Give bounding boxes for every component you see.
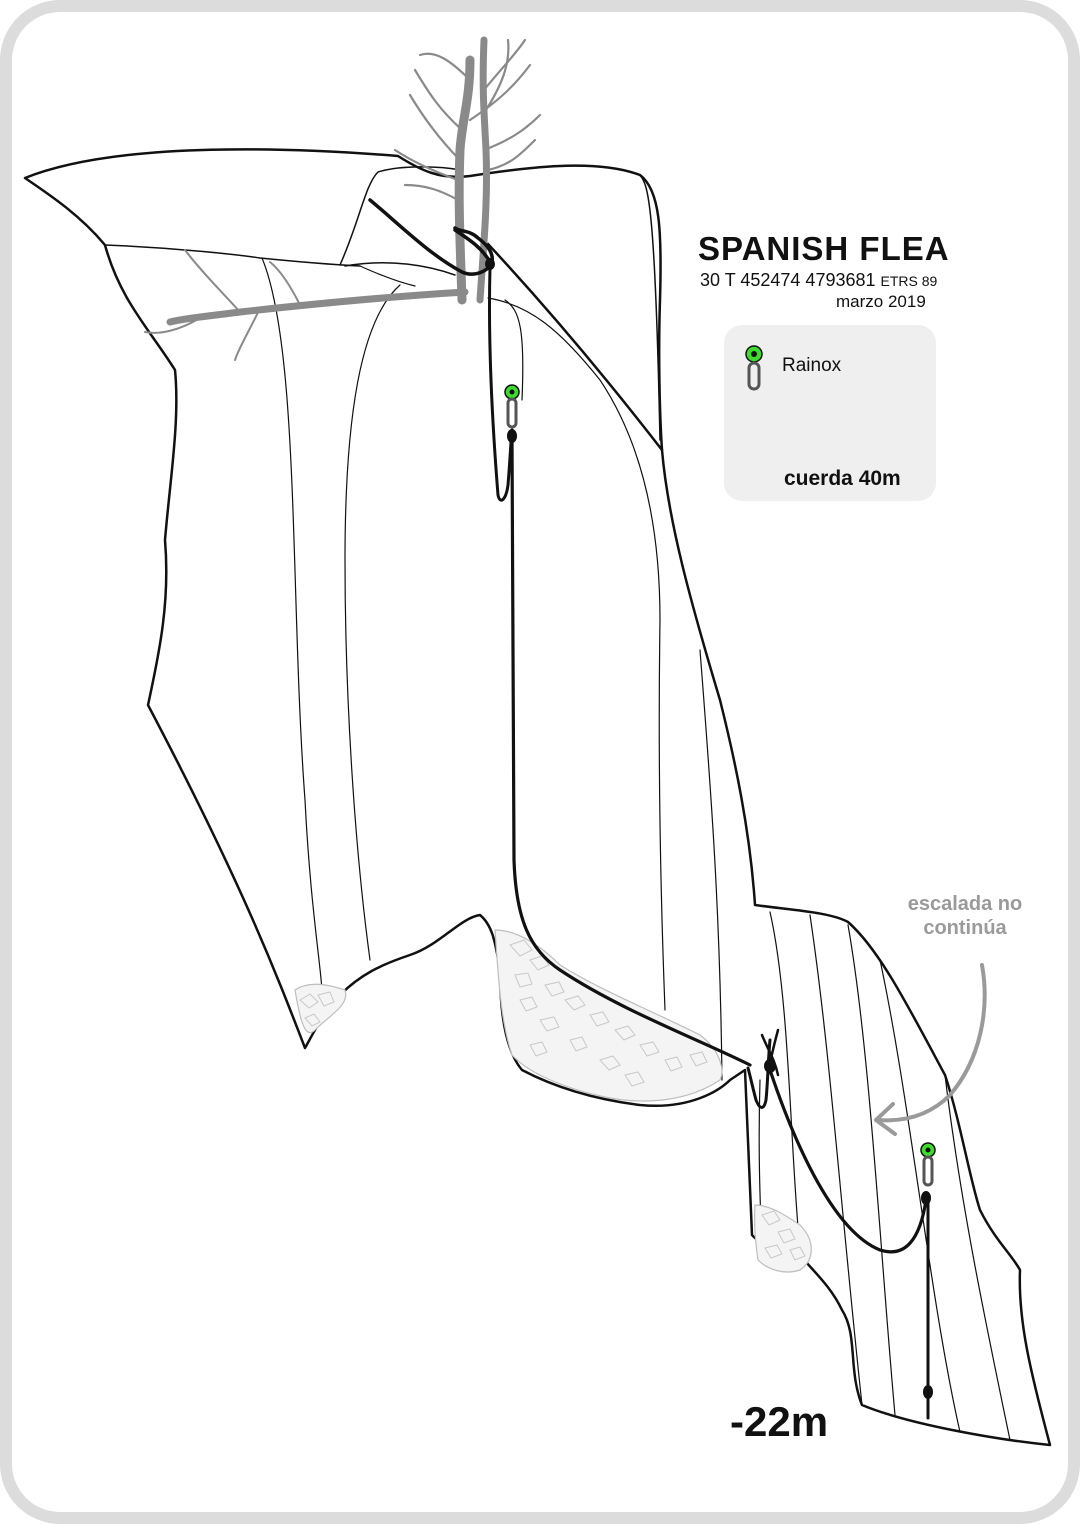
pillar-edge-left (339, 166, 461, 266)
rope-segment-2 (510, 438, 752, 1067)
flute-line-1 (261, 257, 323, 991)
rubble-center (494, 929, 723, 1102)
flute-line-10 (879, 959, 961, 1433)
rubble-texture (299, 939, 806, 1261)
flute-line-5 (487, 297, 666, 1011)
legend-box: Rainox cuerda 40m (724, 325, 936, 501)
knot-1 (485, 258, 495, 270)
rope-segment-4 (768, 1068, 928, 1254)
flute-line-6 (699, 649, 723, 1081)
ledge-line-2 (344, 261, 456, 276)
tree-icon (144, 36, 542, 361)
annotation-arrowhead (874, 1102, 897, 1136)
pillar-edge-right (639, 174, 661, 441)
flute-line-9 (847, 924, 896, 1416)
anchor-2 (920, 1142, 936, 1187)
knot-3 (764, 1059, 776, 1073)
knot-5 (923, 1385, 933, 1399)
rope-segment-1 (487, 266, 514, 502)
annotation-arrow (876, 963, 987, 1123)
depth-label: -22m (730, 1398, 829, 1445)
diagonal-crack (486, 242, 664, 452)
survey-date: marzo 2019 (836, 292, 926, 311)
tree-branch-horizontal (166, 288, 469, 326)
rock-wall-upper (23, 148, 1052, 1447)
utm-coordinates: 30 T 452474 4793681 (700, 270, 876, 290)
knot-4 (921, 1191, 931, 1205)
legend-rope-label: cuerda 40m (784, 467, 901, 490)
tree-trunk (454, 55, 475, 305)
legend-anchor-label: Rainox (782, 355, 842, 376)
route-coordinates: 30 T 452474 4793681 ETRS 89 (700, 270, 937, 291)
rubble-left (294, 983, 347, 1034)
rope-knots (485, 258, 933, 1399)
knot-2 (507, 429, 517, 443)
rubble-patches (294, 929, 812, 1273)
rappel-rope (368, 198, 930, 1420)
annotation-text: escalada no continúa (907, 893, 1023, 939)
anchor-1 (504, 384, 520, 429)
rainox-anchor-icon (745, 345, 763, 391)
flute-line-8 (809, 914, 863, 1406)
flute-line-3 (359, 265, 416, 287)
route-title: SPANISH FLEA (698, 230, 950, 267)
flute-line-7 (769, 911, 801, 1251)
flute-line-2 (344, 284, 401, 961)
coordinate-datum: ETRS 89 (880, 273, 938, 289)
ledge-line-top (104, 244, 361, 267)
flute-line-11 (944, 1074, 1011, 1441)
